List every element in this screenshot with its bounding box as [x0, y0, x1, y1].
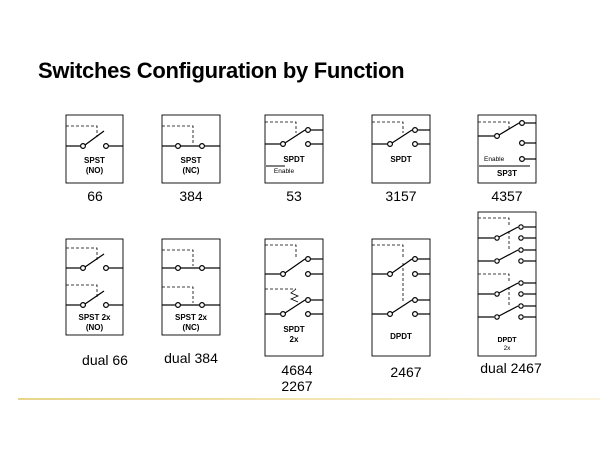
switch-box-dual-dpdt: DPDT 2x — [477, 211, 537, 357]
enable-label: Enable — [484, 156, 505, 163]
switch-box-sp3t: Enable SP3T — [477, 114, 537, 184]
switch-label: SPDT — [283, 325, 304, 334]
switch-box-dual-spst-nc: SPST 2x (NC) — [161, 238, 221, 336]
switch-label: SPDT — [390, 155, 411, 164]
part-number: 2267 — [281, 378, 313, 394]
switch-box-spdt-enable: SPDT Enable — [264, 114, 324, 184]
part-number: dual 66 — [82, 352, 128, 368]
slide-title: Switches Configuration by Function — [38, 58, 405, 83]
part-number: dual 2467 — [480, 360, 542, 376]
enable-label: Enable — [274, 168, 295, 175]
switch-label: 2x — [504, 345, 512, 352]
switch-box-spst-nc: SPST (NC) — [161, 114, 221, 184]
part-number: 4357 — [491, 188, 523, 204]
switch-box-dpdt: DPDT — [371, 238, 431, 357]
switch-label: SPST — [181, 156, 202, 165]
part-number: 384 — [179, 188, 203, 204]
part-number: 66 — [87, 188, 103, 204]
switch-label: (NO) — [86, 166, 104, 175]
switch-label: DPDT — [497, 337, 517, 344]
part-number: 3157 — [385, 188, 417, 204]
switch-label: (NC) — [183, 166, 200, 175]
part-number: 4684 — [281, 362, 313, 378]
switch-label: SPST 2x — [78, 313, 111, 322]
switch-label: SPST 2x — [175, 313, 208, 322]
switch-box-dual-spdt: SPDT 2x — [264, 238, 324, 357]
part-number: dual 384 — [164, 350, 218, 366]
switch-label: SPST — [84, 156, 105, 165]
switch-label: (NC) — [183, 323, 200, 332]
bottom-divider — [18, 398, 600, 400]
switch-label: DPDT — [390, 332, 412, 341]
switch-box-spst-no: SPST (NO) — [65, 114, 124, 184]
switch-label: SP3T — [497, 169, 517, 178]
part-number: 53 — [286, 188, 302, 204]
switch-label: 2x — [290, 335, 299, 344]
part-number: 2467 — [390, 364, 422, 380]
switch-box-dual-spst-no: SPST 2x (NO) — [65, 238, 124, 336]
switch-label: SPDT — [283, 155, 304, 164]
switch-label: (NO) — [86, 323, 104, 332]
switch-box-spdt: SPDT — [371, 114, 431, 184]
